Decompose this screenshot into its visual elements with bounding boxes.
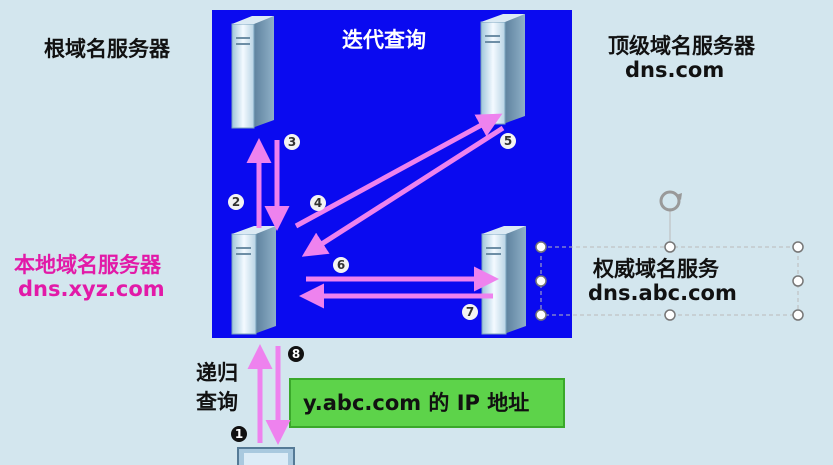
recursive-label-1: 递归 <box>196 361 238 385</box>
tld-server-domain: dns.com <box>625 58 725 82</box>
arrow-step-5 <box>301 125 505 257</box>
client-computer-icon <box>237 447 295 465</box>
step-1-badge: 1 <box>231 426 247 442</box>
root-server-label: 根域名服务器 <box>44 37 170 61</box>
auth-server-icon <box>481 226 526 335</box>
arrow-step-4 <box>294 113 503 229</box>
rotate-handle-icon[interactable] <box>659 190 682 212</box>
step-8-badge: 8 <box>288 346 304 362</box>
local-server-domain: dns.xyz.com <box>18 277 165 301</box>
root-server-icon <box>231 16 274 129</box>
step-7-badge: 7 <box>462 304 478 320</box>
auth-server-label: 权威域名服务 <box>593 257 719 281</box>
step-2-badge: 2 <box>228 194 244 210</box>
tld-server-label: 顶级域名服务器 <box>608 34 755 58</box>
auth-server-domain: dns.abc.com <box>588 281 737 305</box>
step-3-badge: 3 <box>284 134 300 150</box>
step-6-badge: 6 <box>333 257 349 273</box>
recursive-label-2: 查询 <box>196 390 238 414</box>
step-5-badge: 5 <box>500 133 516 149</box>
result-box: y.abc.com 的 IP 地址 <box>289 378 565 428</box>
local-server-icon <box>231 226 276 335</box>
panel-title: 迭代查询 <box>342 28 426 52</box>
step-4-badge: 4 <box>310 195 326 211</box>
local-server-label: 本地域名服务器 <box>14 253 161 277</box>
selection-frame[interactable] <box>535 208 804 321</box>
tld-server-icon <box>480 14 525 125</box>
